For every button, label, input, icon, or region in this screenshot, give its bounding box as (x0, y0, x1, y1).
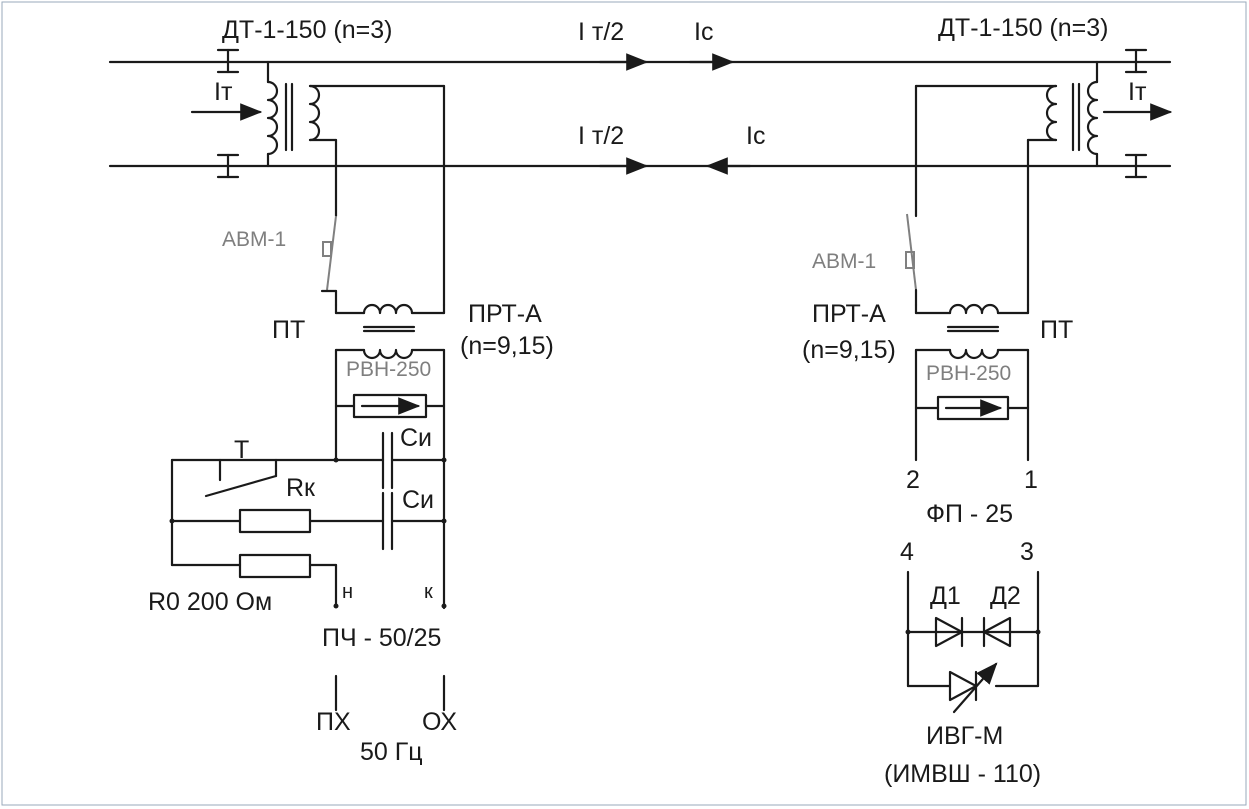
t-switch-label: Т (234, 436, 249, 464)
dt-left-label: ДТ-1-150 (n=3) (222, 16, 392, 44)
prt-right-ratio-label: (n=9,15) (802, 336, 896, 364)
ic-bottom-label: Ic (746, 122, 765, 150)
labels: ДТ-1-150 (n=3) ДТ-1-150 (n=3) I т/2 Ic I… (148, 14, 1147, 788)
avm-left-label: АВМ-1 (222, 228, 286, 251)
pch-label: ПЧ - 50/25 (322, 624, 441, 652)
ic-top-label: Ic (694, 18, 713, 46)
left-secondary-circuit (320, 84, 446, 307)
d2-label: Д2 (990, 582, 1021, 610)
right-lower-circuit (905, 348, 1041, 714)
current-half-bottom-label: I т/2 (578, 122, 624, 150)
r0-label: R0 200 Ом (148, 588, 272, 616)
right-prt-a-transformer (914, 303, 1030, 360)
left-prt-a-transformer (334, 303, 446, 360)
k-terminal-label: к (424, 581, 433, 603)
current-half-top-label: I т/2 (578, 18, 624, 46)
rvn-left-label: РВН-250 (346, 358, 431, 381)
pt-left-label: ПТ (272, 316, 305, 344)
ci-2-label: Си (402, 486, 434, 514)
d1-label: Д1 (930, 582, 961, 610)
n-terminal-label: н (342, 581, 353, 603)
fp-terminal-4-label: 4 (900, 538, 914, 566)
prt-left-ratio-label: (n=9,15) (460, 332, 554, 360)
ivg-label: ИВГ-М (926, 722, 1003, 750)
right-current-transformer (914, 48, 1173, 179)
freq-label: 50 Гц (360, 738, 423, 766)
ox-label: ОХ (422, 708, 457, 736)
fp-terminal-3-label: 3 (1020, 538, 1034, 566)
fp-label: ФП - 25 (926, 500, 1013, 528)
left-lower-circuit (169, 348, 447, 712)
rvn-right-label: РВН-250 (926, 362, 1011, 385)
rk-label: Rк (286, 474, 316, 502)
it-right-label: Iт (1128, 78, 1147, 106)
imvsh-label: (ИМВШ - 110) (884, 760, 1041, 788)
it-left-label: Iт (214, 78, 233, 106)
avm-right-label: АВМ-1 (812, 250, 876, 273)
fp-terminal-2-label: 2 (906, 466, 920, 494)
left-current-transformer (190, 48, 446, 179)
prt-right-label: ПРТ-А (812, 300, 886, 328)
ci-1-label: Си (400, 424, 432, 452)
pt-right-label: ПТ (1040, 316, 1073, 344)
dt-right-label: ДТ-1-150 (n=3) (938, 14, 1108, 42)
right-secondary-circuit (905, 84, 1030, 307)
fp-terminal-1-label: 1 (1024, 466, 1038, 494)
power-lines (108, 53, 1172, 175)
prt-left-label: ПРТ-А (468, 300, 542, 328)
px-label: ПХ (316, 708, 351, 736)
